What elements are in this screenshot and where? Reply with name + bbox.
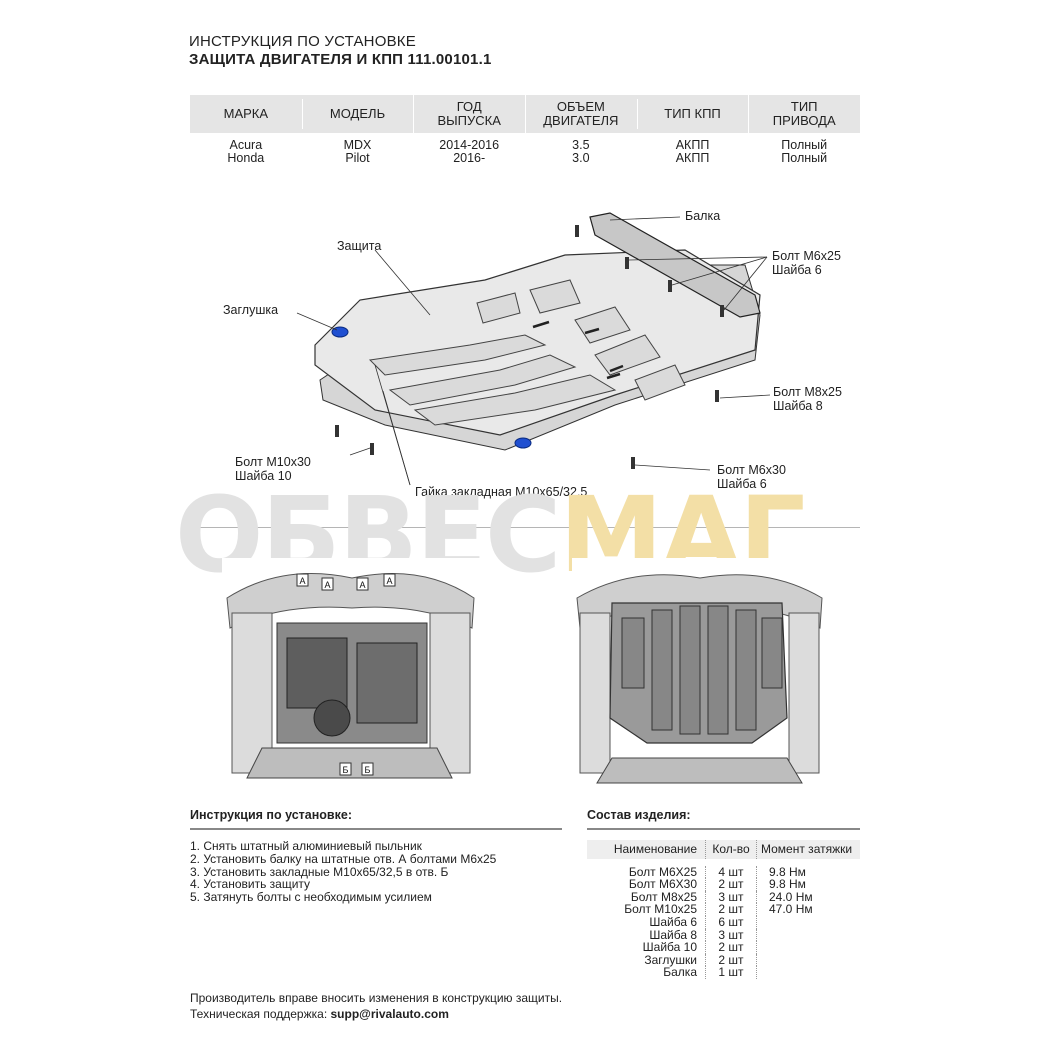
parts-header-name: Наименование — [613, 842, 697, 856]
parts-title: Состав изделия: — [587, 808, 860, 830]
parts-header-qty: Кол-во — [705, 840, 757, 859]
spec-header-make: МАРКА — [223, 106, 269, 121]
plug-bottom — [514, 437, 532, 449]
instructions-steps: 1. Снять штатный алюминиевый пыльник 2. … — [190, 840, 562, 904]
leader-lines — [296, 216, 771, 486]
exploded-assembly-drawing: Балка Защита Заглушка Болт М6х25 Шайба 6… — [215, 195, 855, 505]
label-plug: Заглушка — [223, 303, 279, 317]
label-bolt-m10x30: Болт М10х30 Шайба 10 — [235, 455, 311, 483]
instruction-step: 3. Установить закладные М10х65/32,5 в от… — [190, 864, 449, 879]
footer-disclaimer: Производитель вправе вносить изменения в… — [190, 991, 563, 1005]
spec-header-model: МОДЕЛЬ — [301, 99, 414, 129]
instruction-step: 1. Снять штатный алюминиевый пыльник — [190, 839, 422, 853]
plate-recess-panels — [368, 279, 686, 426]
label-bolt-m6x25: Болт М6х25 Шайба 6 — [772, 249, 841, 277]
engine-bay-illustration: А А А А Б Б — [222, 558, 480, 803]
installed-protection-illustration — [572, 558, 827, 803]
parts-header-torque: Момент затяжки — [761, 842, 853, 856]
watermark-divider — [185, 527, 860, 528]
label-protection: Защита — [337, 239, 382, 253]
mark-b-2: Б — [365, 765, 371, 775]
instruction-step: 4. Установить защиту — [190, 877, 311, 892]
title-line-1: ИНСТРУКЦИЯ ПО УСТАНОВКЕ — [189, 33, 416, 50]
mark-a-1: А — [299, 576, 305, 586]
beam-part — [589, 212, 761, 318]
label-bolt-m8x25: Болт М8х25 Шайба 8 — [773, 385, 842, 413]
instructions-title: Инструкция по установке: — [190, 808, 562, 830]
label-embedded-nut: Гайка закладная М10х65/32,5 — [415, 485, 588, 499]
photo-before-installation: А А А А Б Б — [222, 558, 480, 803]
label-bolt-m6x30: Болт М6х30 Шайба 6 — [717, 463, 786, 491]
installation-instructions: Инструкция по установке: 1. Снять штатны… — [190, 808, 562, 904]
instruction-step: 2. Установить балку на штатные отв. А бо… — [190, 851, 497, 866]
spec-header-gearbox: ТИП КПП — [636, 99, 749, 129]
mark-b-1: Б — [343, 765, 349, 775]
instruction-step: 5. Затянуть болты с необходимым усилием — [190, 890, 432, 905]
document-footer: Производитель вправе вносить изменения в… — [190, 990, 562, 1022]
plate-slots — [532, 320, 624, 380]
support-label: Техническая поддержка: — [190, 1007, 328, 1021]
support-email-link[interactable]: supp@rivalauto.com — [330, 1007, 449, 1021]
bolt-symbols — [335, 225, 724, 469]
footer-support: Техническая поддержка: supp@rivalauto.co… — [190, 1006, 562, 1022]
parts-list: Состав изделия: Наименование Кол-во Моме… — [587, 808, 860, 979]
skid-plate-diagram — [296, 212, 771, 486]
mark-a-3: А — [359, 580, 365, 590]
title-line-2: ЗАЩИТА ДВИГАТЕЛЯ И КПП 111.00101.1 — [189, 51, 492, 68]
parts-table-header: Наименование Кол-во Момент затяжки — [587, 840, 860, 859]
photo-after-installation — [572, 558, 827, 803]
parts-table: Наименование Кол-во Момент затяжки Болт … — [587, 840, 860, 979]
mark-a-2: А — [324, 580, 330, 590]
label-beam: Балка — [685, 209, 721, 223]
document-title: ИНСТРУКЦИЯ ПО УСТАНОВКЕ ЗАЩИТА ДВИГАТЕЛЯ… — [189, 33, 492, 69]
mark-a-4: А — [386, 576, 392, 586]
